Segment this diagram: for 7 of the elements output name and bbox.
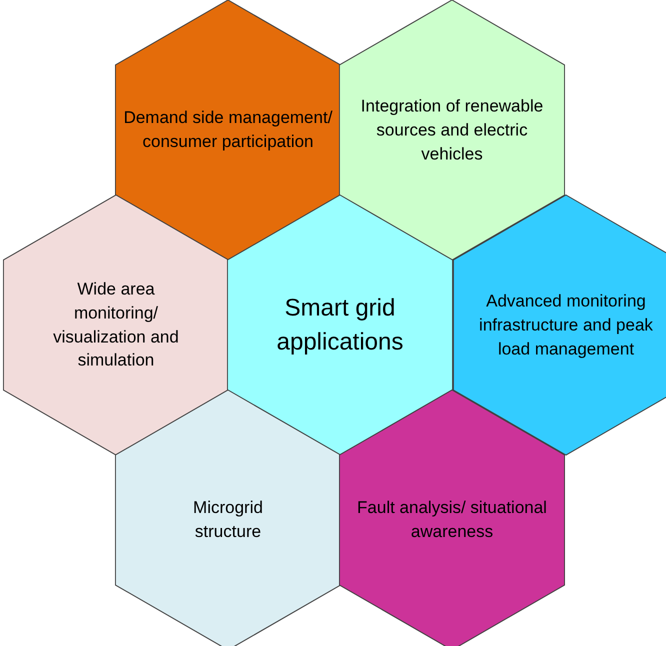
hexagon-label: Wide area monitoring/ visualization and simulation: [52, 278, 180, 372]
hexagon-label: Integration of renewable sources and electric vehicles: [360, 95, 544, 165]
center-label: Smart grid applications: [276, 293, 404, 357]
hexagon-label: Fault analysis/ situational awareness: [356, 497, 548, 543]
hexagon-label: Advanced monitoring infrastructure and peak load management: [478, 290, 654, 360]
hexagon-label: Demand side management/ consumer participation: [122, 107, 334, 153]
hexagon-label: Microgrid structure: [192, 497, 264, 543]
